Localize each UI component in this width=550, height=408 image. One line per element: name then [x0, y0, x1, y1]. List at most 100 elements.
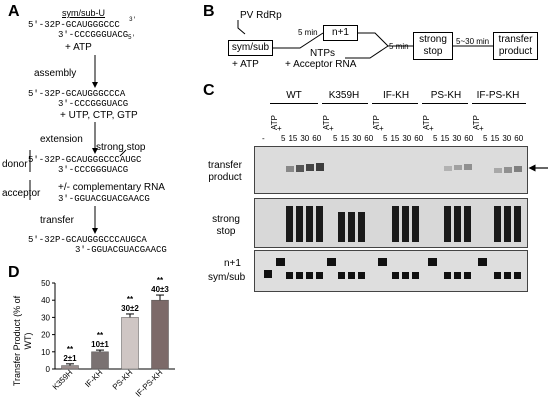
- row-label-transfer-text: transfer product: [208, 160, 242, 183]
- seq2-bottom: 3'-CCCGGGUACG: [58, 99, 129, 109]
- transfer-label: transfer: [40, 215, 74, 226]
- plus-if-ps-kh: +: [479, 124, 484, 133]
- time-5-30min: 5~30 min: [456, 37, 490, 46]
- significance-mark: **: [127, 295, 134, 304]
- value-label: 10±1: [91, 340, 109, 349]
- time-30: 30: [300, 134, 310, 143]
- time-15: 15: [440, 134, 450, 143]
- group-if-kh: IF-KH: [382, 90, 410, 101]
- bar-if-kh: [91, 351, 109, 370]
- seq1-top: 5'-32P-GCAUGGGCCC: [28, 20, 120, 30]
- y-tick-label: 50: [41, 279, 50, 288]
- plus-if-kh: +: [379, 124, 384, 133]
- row-label-strong-text: strong stop: [212, 214, 240, 237]
- underline-k359h: [322, 103, 368, 104]
- group-if-ps-kh: IF-PS-KH: [476, 90, 520, 101]
- lane-minus: -: [262, 134, 265, 143]
- row-label-transfer: transfer product: [200, 160, 250, 184]
- plus-atp-b: + ATP: [232, 59, 259, 70]
- time-5: 5: [333, 134, 338, 143]
- underline-ps-kh: [422, 103, 468, 104]
- y-tick-label: 10: [41, 348, 50, 357]
- bar-if-ps-kh: [151, 299, 169, 370]
- time-5: 5: [433, 134, 438, 143]
- time-5: 5: [281, 134, 286, 143]
- seq1-top-end: 3': [129, 16, 137, 23]
- assembly-label: assembly: [34, 68, 77, 79]
- acceptor-label: acceptor: [2, 188, 41, 199]
- extension-label: extension: [40, 134, 83, 145]
- time-60: 60: [312, 134, 322, 143]
- significance-mark: **: [157, 276, 164, 285]
- complementary-rna-label: +/- complementary RNA: [58, 182, 165, 193]
- panel-d-letter: D: [8, 264, 20, 281]
- time-30: 30: [502, 134, 512, 143]
- sym-sub-box: sym/sub: [228, 40, 273, 56]
- underline-wt: [270, 103, 318, 104]
- time-60: 60: [464, 134, 474, 143]
- seq2-top: 5'-32P-GCAUGGGCCCA: [28, 89, 126, 99]
- bar-k359h: [61, 365, 79, 370]
- row-label-n1: n+1: [224, 258, 241, 269]
- time-5: 5: [483, 134, 488, 143]
- time-30: 30: [452, 134, 462, 143]
- time-60: 60: [514, 134, 524, 143]
- category-label: K359H: [51, 368, 75, 392]
- time-60: 60: [364, 134, 374, 143]
- seq3-bottom: 3'-CCCGGGUACG: [58, 165, 129, 175]
- plus-atp-a: + ATP: [65, 42, 92, 53]
- time-60: 60: [414, 134, 424, 143]
- time-15: 15: [340, 134, 350, 143]
- time-15: 15: [390, 134, 400, 143]
- significance-mark: **: [97, 331, 104, 340]
- value-label: 40±3: [151, 285, 169, 294]
- seq4-bottom: 3'-GGUACGUACGAACG: [75, 245, 167, 255]
- time-30: 30: [402, 134, 412, 143]
- underline-if-kh: [372, 103, 418, 104]
- gel-n1-symsub: [254, 250, 528, 292]
- donor-label: donor: [2, 159, 28, 170]
- row-label-symsub: sym/sub: [208, 272, 246, 283]
- underline-if-ps-kh: [472, 103, 526, 104]
- acceptor-seq: 3'-GGUACGUACGAACG: [58, 194, 150, 204]
- row-label-strong: strong stop: [206, 214, 246, 238]
- group-ps-kh: PS-KH: [430, 90, 462, 101]
- strong-stop-box: strong stop: [413, 32, 453, 60]
- sym-sub-u-label: sym/sub-U: [62, 8, 106, 18]
- acceptor-rna-label: + Acceptor RNA: [285, 59, 357, 70]
- n1-box: n+1: [323, 25, 358, 41]
- y-tick-label: 40: [41, 296, 50, 305]
- y-tick-label: 0: [46, 365, 51, 374]
- value-label: 2±1: [63, 354, 77, 363]
- ntps-label: NTPs: [310, 48, 335, 59]
- panel-a-letter: A: [8, 3, 20, 20]
- time-5min-1: 5 min: [298, 28, 318, 37]
- category-label: IF-PS-KH: [134, 368, 165, 399]
- significance-mark: **: [67, 345, 74, 354]
- strong-stop-a: strong stop: [96, 142, 146, 153]
- group-k359h: K359H: [328, 90, 360, 101]
- seq4-top: 5'-32P-GCAUGGGCCCAUGCA: [28, 235, 147, 245]
- time-30: 30: [352, 134, 362, 143]
- seq1-bottom: 3'-CCCGGGUACG: [58, 30, 129, 40]
- plus-k359h: +: [329, 124, 334, 133]
- group-wt: WT: [286, 90, 302, 101]
- plus-wt: +: [277, 124, 282, 133]
- category-label: IF-KH: [83, 368, 104, 389]
- pv-rdrp-label: PV RdRp: [240, 10, 282, 21]
- seq1-bottom-end: 5': [128, 34, 136, 41]
- bar-ps-kh: [121, 317, 139, 370]
- panel-b-letter: B: [203, 3, 215, 20]
- panel-c-letter: C: [203, 82, 215, 99]
- plus-ntps-a: + UTP, CTP, GTP: [60, 110, 138, 121]
- time-15: 15: [490, 134, 500, 143]
